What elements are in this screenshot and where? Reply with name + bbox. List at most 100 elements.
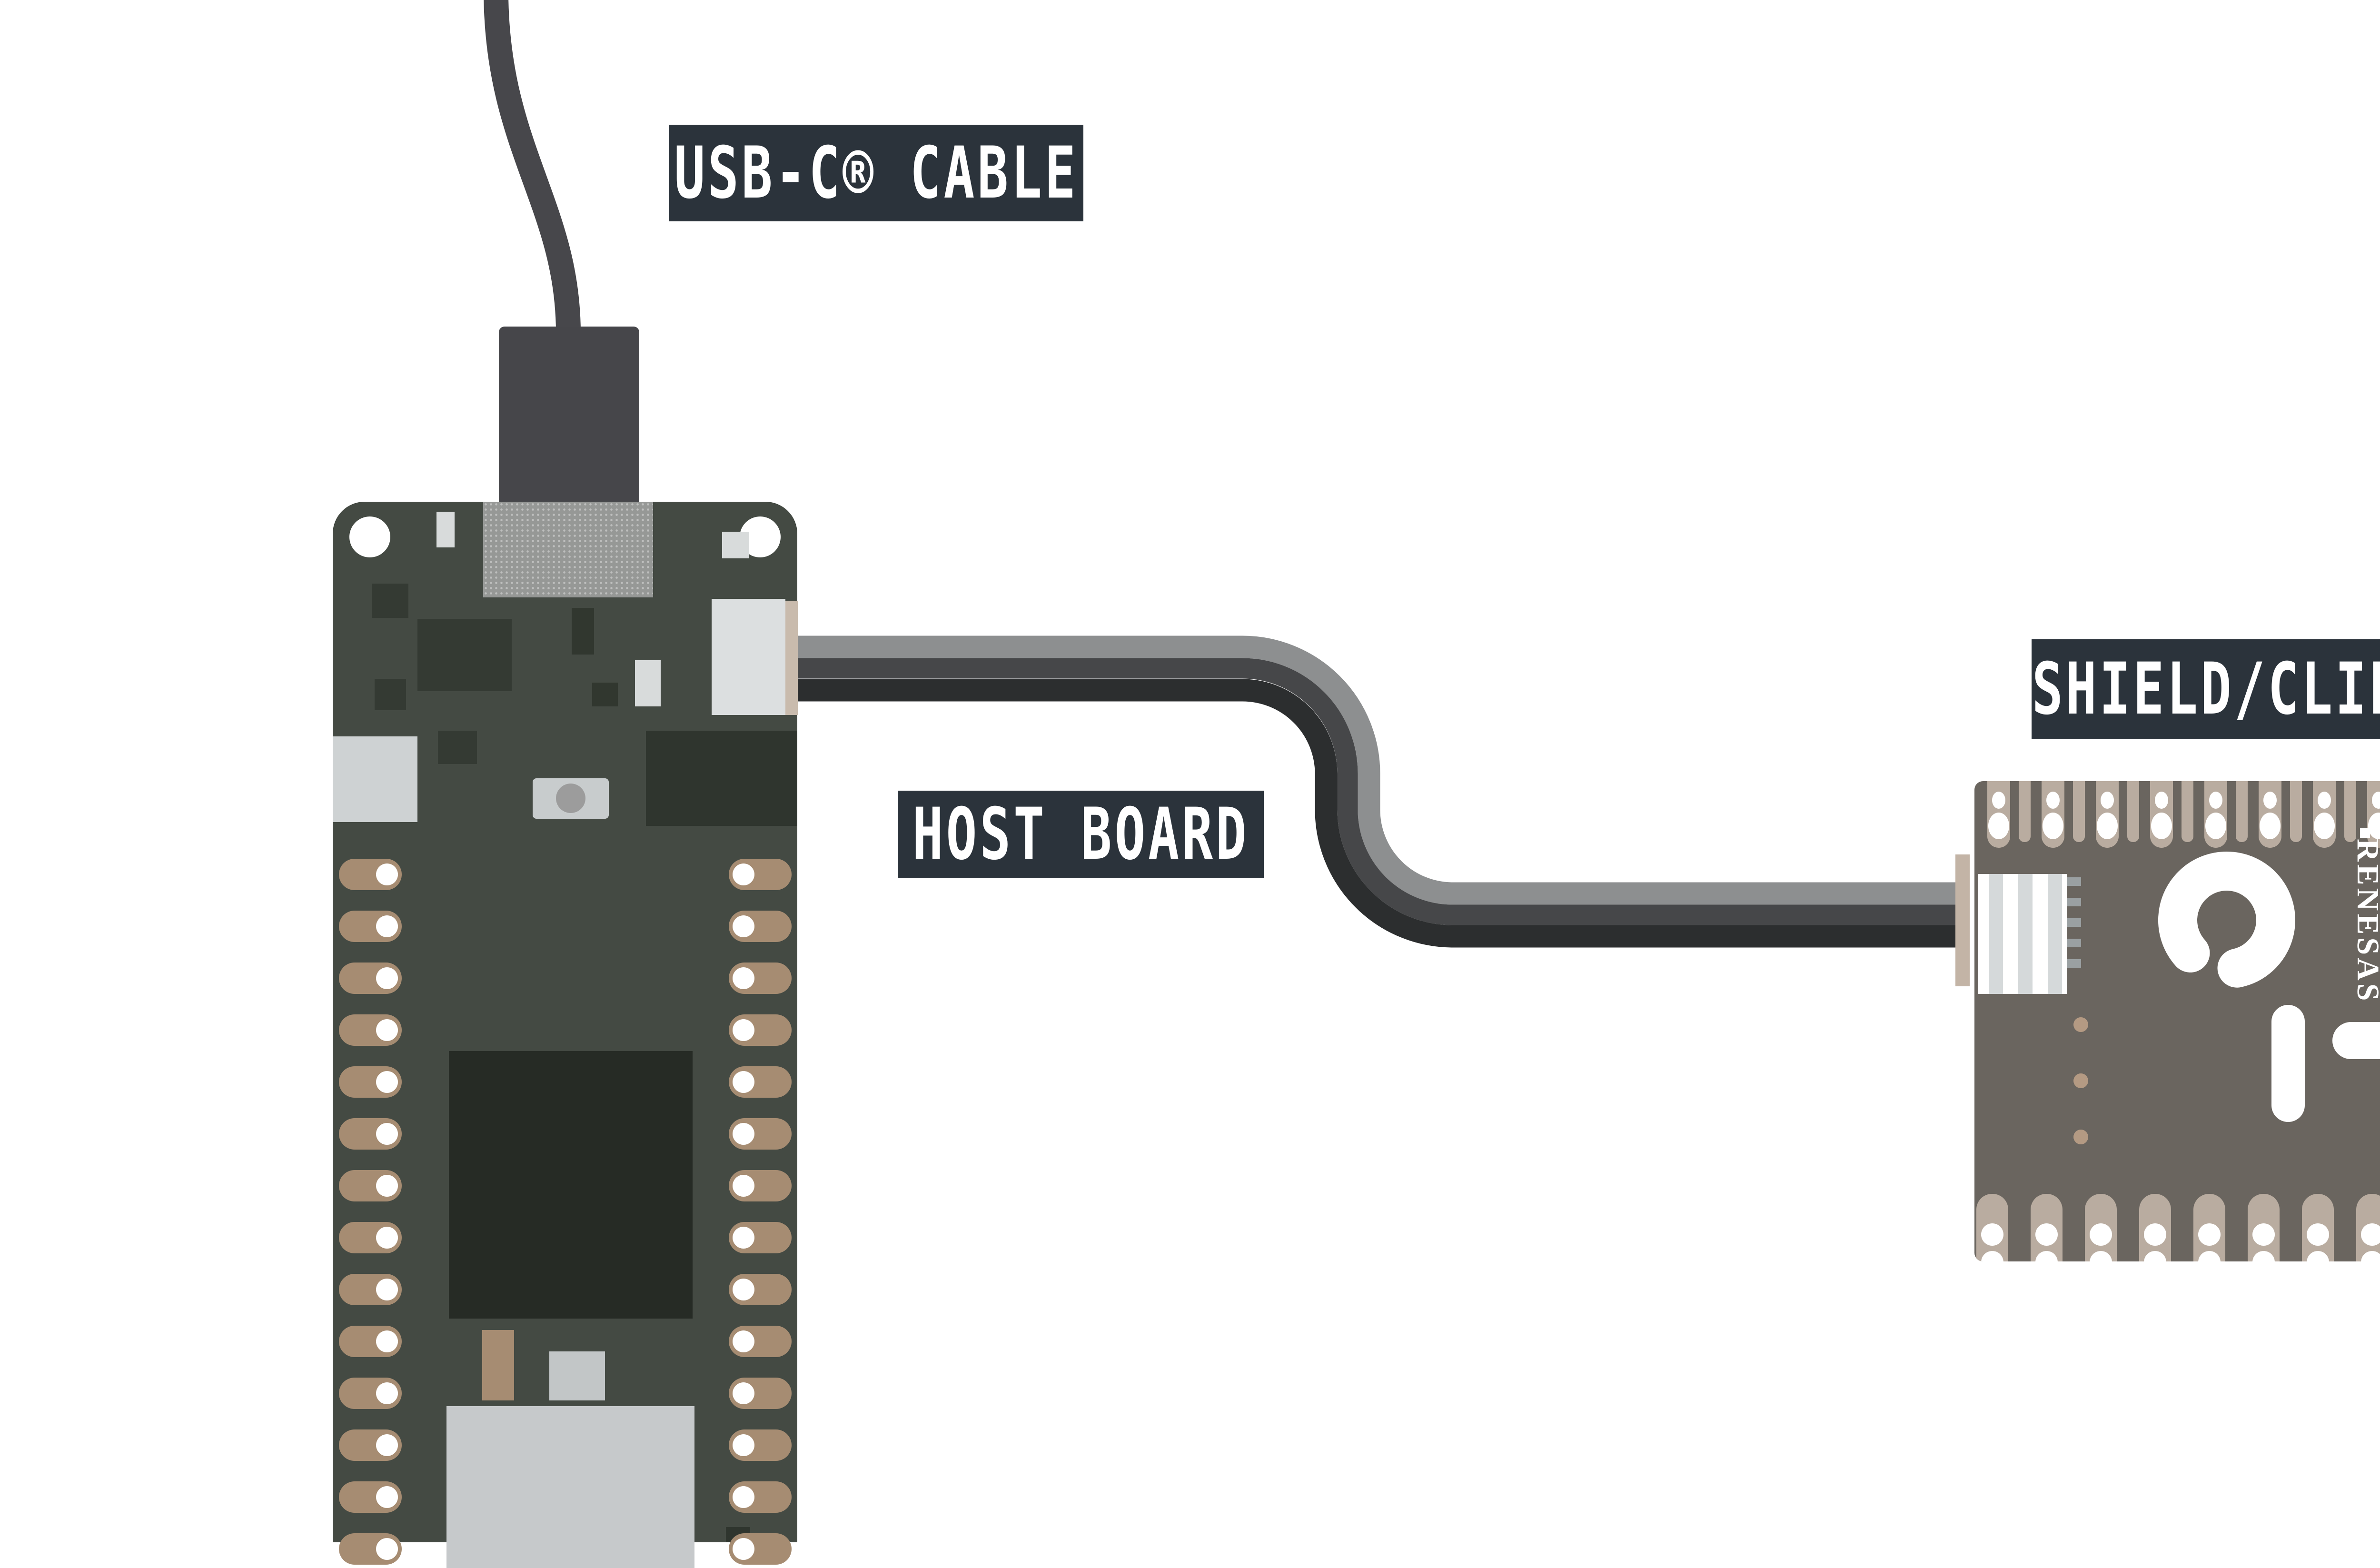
connector-pin (2067, 959, 2081, 968)
qi-logo-icon (2158, 852, 2380, 1122)
ic-chip (592, 683, 618, 706)
ribbon-connector-shield-cap (1955, 854, 1970, 986)
shield-pin-pad (2096, 781, 2119, 848)
header-pin (339, 911, 402, 942)
shield-pin-pad (2031, 1194, 2063, 1261)
shield-pin-pad (2302, 1194, 2334, 1261)
test-pad-dot (2073, 1130, 2088, 1144)
reset-button-cap (556, 784, 585, 813)
pin-hole (2144, 1251, 2166, 1261)
header-pin (339, 1066, 402, 1098)
label-shield-client-text: SHIELD/CLIENT (2032, 648, 2380, 731)
pin-hole (376, 1382, 398, 1404)
pin-hole (2318, 792, 2331, 809)
pin-hole (2046, 792, 2060, 809)
header-pin (339, 1326, 402, 1357)
header-pin (339, 1378, 402, 1409)
pin-hole (2252, 1251, 2275, 1261)
pin-hole (733, 1175, 754, 1197)
mounting-hole-left (349, 516, 390, 557)
header-pin (729, 1378, 792, 1409)
pin-hole (376, 863, 398, 885)
shield-pin-pad (2356, 1194, 2380, 1261)
smd-module (333, 736, 417, 822)
shield-pin-pad (2085, 1194, 2117, 1261)
header-pin (729, 859, 792, 890)
pin-hole (376, 915, 398, 937)
usb-cable (484, 0, 581, 334)
pin-hole (2155, 792, 2168, 809)
header-pin (729, 1481, 792, 1513)
pin-hole (376, 1486, 398, 1508)
ribbon-cable-mid (797, 658, 1957, 925)
pin-hole (2043, 813, 2063, 839)
header-pin (339, 1170, 402, 1201)
header-pin (339, 1014, 402, 1046)
mcu-chip (449, 1051, 693, 1319)
renesas-logo: RENESAS (2350, 839, 2380, 1004)
pin-hole (733, 1071, 754, 1093)
pin-hole (733, 967, 754, 989)
header-pin (729, 1429, 792, 1461)
shield-pin-pad (2150, 781, 2173, 848)
label-host-board-text: HOST BOARD (912, 793, 1250, 876)
connector-stripe (2018, 874, 2033, 994)
shield-pin-pad (2193, 1194, 2225, 1261)
shield-pin-pad (2139, 1194, 2171, 1261)
shield-pin-stub (2344, 781, 2356, 842)
header-pin (339, 1429, 402, 1461)
pin-hole (733, 863, 754, 885)
label-usb-cable: USB-C® CABLE (669, 125, 1083, 221)
pin-hole (376, 1071, 398, 1093)
ic-chip (438, 731, 477, 764)
pin-hole (733, 915, 754, 937)
header-pin (729, 1274, 792, 1305)
connector-pin (2067, 898, 2081, 906)
shield-pin-pad (1987, 781, 2010, 848)
connector-pin (2067, 939, 2081, 947)
pin-hole (2252, 1223, 2275, 1246)
pin-hole (2307, 1223, 2329, 1246)
pin-hole (733, 1279, 754, 1300)
header-pin (729, 1066, 792, 1098)
pin-hole (2209, 792, 2222, 809)
pin-hole (2372, 792, 2380, 809)
test-pad-dot (2073, 1017, 2088, 1032)
smd-component (436, 512, 455, 547)
connector-pin (2067, 918, 2081, 927)
header-pin (339, 1481, 402, 1513)
ribbon-connector-host-edge (785, 601, 798, 715)
smd-module (446, 1406, 694, 1568)
header-pin (729, 1014, 792, 1046)
header-pin (729, 963, 792, 994)
host-board (333, 502, 798, 1568)
pin-hole (376, 1434, 398, 1456)
pin-hole (733, 1019, 754, 1041)
shield-pin-stub (2073, 781, 2085, 842)
label-host-board: HOST BOARD (898, 791, 1264, 878)
pin-hole (733, 1382, 754, 1404)
shield-pin-pad (2259, 781, 2281, 848)
label-usb-cable-text: USB-C® CABLE (674, 131, 1079, 215)
pin-hole (733, 1123, 754, 1145)
ribbon-cable-shadow (797, 679, 1957, 948)
test-pad-dot (2073, 1073, 2088, 1088)
pin-hole (2198, 1223, 2221, 1246)
pin-hole (733, 1486, 754, 1508)
usb-connector-shield (483, 502, 653, 597)
pin-hole (2101, 792, 2114, 809)
pin-hole (2035, 1251, 2058, 1261)
ic-chip (372, 584, 408, 618)
pin-hole (2314, 813, 2335, 839)
pin-hole (733, 1330, 754, 1352)
shield-pin-stub (2019, 781, 2031, 842)
header-pin (729, 911, 792, 942)
pin-hole (376, 1279, 398, 1300)
header-pin (339, 1274, 402, 1305)
header-pin (729, 1170, 792, 1201)
ic-chip (572, 608, 594, 655)
pin-hole (376, 1175, 398, 1197)
connector-pin (2067, 877, 2081, 886)
pin-hole (2097, 813, 2118, 839)
